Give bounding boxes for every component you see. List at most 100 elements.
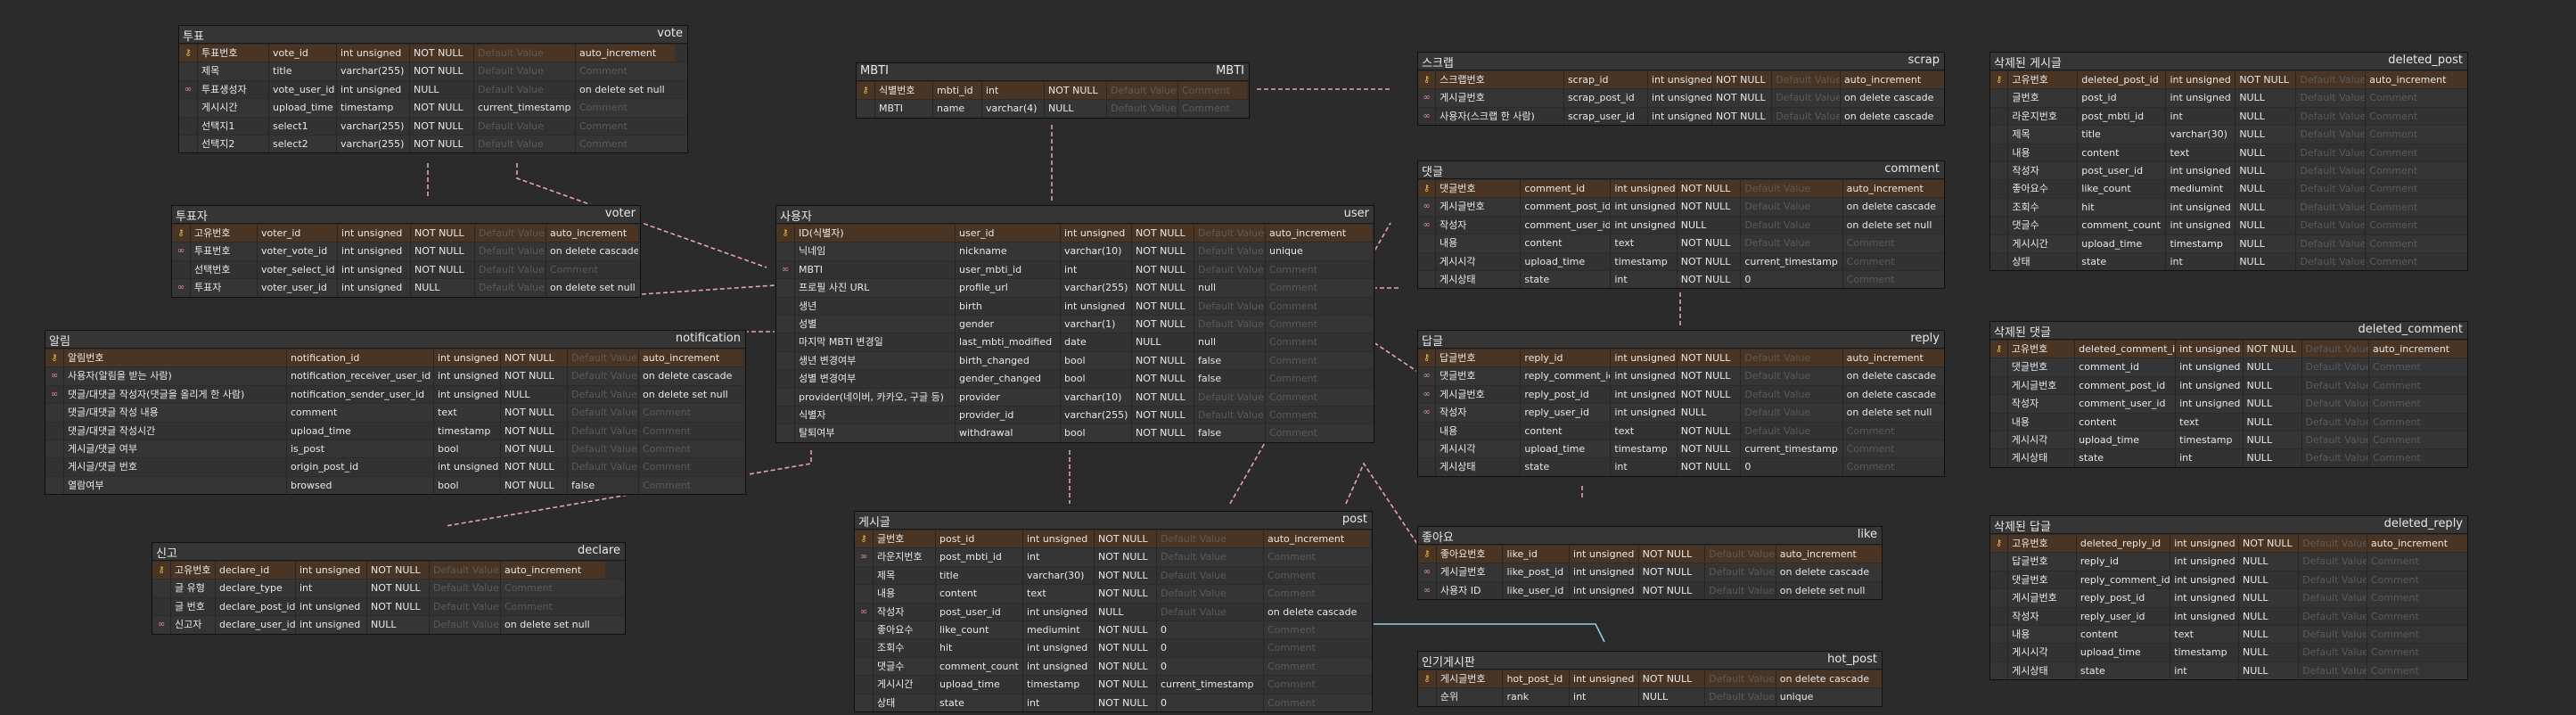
column-row[interactable]: ∞댓글/대댓글 작성자(댓글을 올리게 한 사람)notification_se…	[45, 384, 745, 404]
column-row[interactable]: ∞사용자(알림을 받는 사람)notification_receiver_use…	[45, 366, 745, 385]
